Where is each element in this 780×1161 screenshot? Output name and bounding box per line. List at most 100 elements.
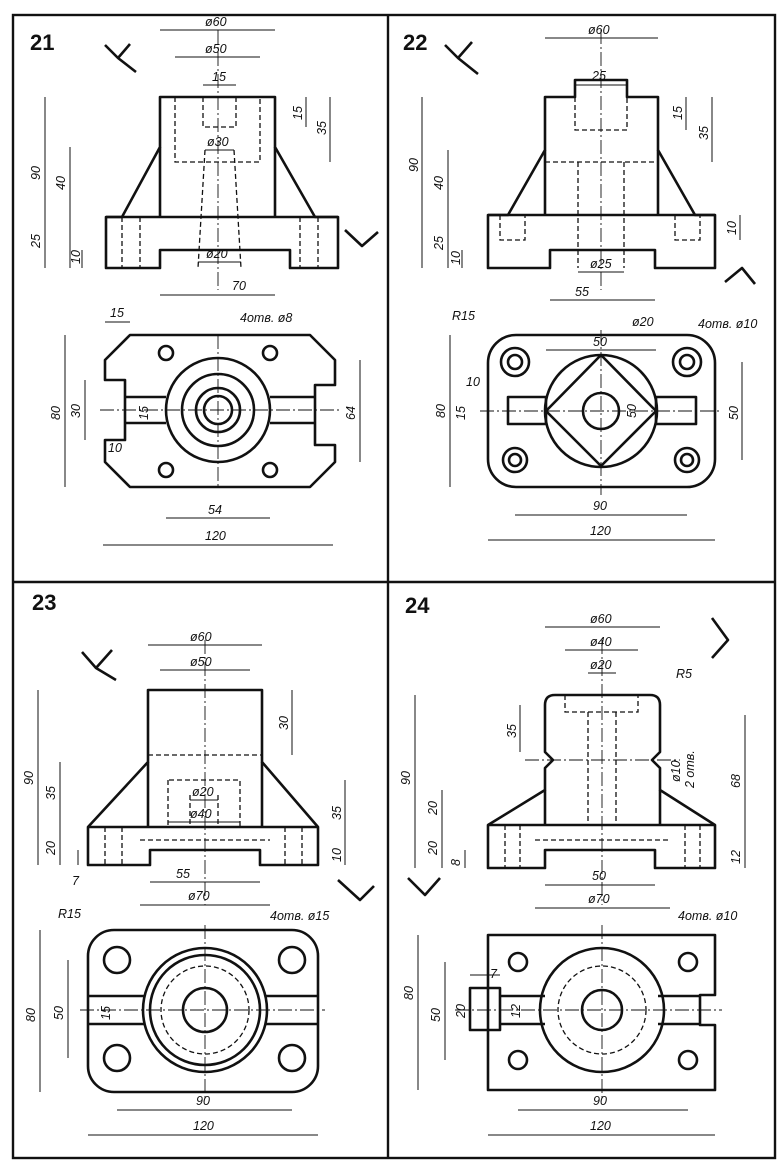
- front-view: ø60 ø50 15 ø30 ø20 70 90 40 25 10 15 35: [29, 15, 340, 296]
- panel-23: 23 ø60 ø50: [22, 590, 375, 1136]
- front-view: ø60 ø50 ø20 ø40 55 ø70 90 35 20 7 30 35 …: [22, 630, 346, 906]
- dim-holes: 4отв. ø10: [698, 317, 757, 331]
- dim-h-bore: 35: [315, 121, 329, 135]
- dim-h-base: 20: [426, 841, 440, 856]
- dim-h-right: 35: [330, 806, 344, 820]
- dim-d-bottom: ø20: [206, 247, 228, 261]
- dim-tab2: 15: [137, 406, 151, 420]
- dim-w-bottom: 55: [575, 285, 589, 299]
- section-mark: [104, 43, 379, 248]
- panel-21: 21 ø60: [29, 15, 379, 546]
- dim-h-right2: 10: [330, 848, 344, 862]
- dim-slot: 15: [212, 70, 226, 84]
- dim-spacing: 90: [593, 1094, 607, 1108]
- dim-spacing: 90: [196, 1094, 210, 1108]
- dim-h-foot: 7: [72, 874, 80, 888]
- dim-depth: 50: [727, 406, 741, 420]
- dim-d-top: ø60: [205, 15, 227, 29]
- dim-h-right: 68: [729, 774, 743, 788]
- dim-d-inner: ø20: [192, 785, 214, 799]
- dim-h-total: 90: [29, 166, 43, 180]
- dim-d-top: ø60: [588, 23, 610, 37]
- dim-groove-d: ø10: [669, 760, 683, 782]
- dim-height: 80: [434, 404, 448, 418]
- dim-holes: 4отв. ø10: [678, 909, 737, 923]
- dim-groove-n: 2 отв.: [683, 750, 697, 789]
- dim-h-total: 90: [399, 771, 413, 785]
- dim-tab-gap: 10: [108, 441, 122, 455]
- panel-22: 22 ø60 25 ø25: [403, 23, 757, 541]
- dim-square: 50: [593, 335, 607, 349]
- dim-height: 80: [402, 986, 416, 1000]
- dim-h-slot: 15: [671, 106, 685, 120]
- panel-number: 22: [403, 30, 427, 55]
- dim-boss: 20: [454, 1004, 468, 1019]
- dim-radius: R15: [452, 309, 475, 323]
- dim-w-bottom: 70: [232, 279, 246, 293]
- front-view: ø60 ø40 ø20 R5 35 ø10 2 отв. 90 20 20 8 …: [399, 612, 746, 909]
- front-view: ø60 25 ø25 55 90 40 25 10 15 35 10: [407, 23, 741, 301]
- dim-notch: 15: [110, 306, 124, 320]
- panel-24: 24 ø60 ø40 ø2: [399, 593, 746, 1136]
- dim-boss2: 12: [509, 1004, 523, 1018]
- dim-d-bore: ø50: [205, 42, 227, 56]
- dim-square-v: 50: [625, 404, 639, 418]
- dim-height: 80: [49, 406, 63, 420]
- dim-inner: 50: [429, 1008, 443, 1022]
- dim-w-slot: 55: [176, 867, 190, 881]
- plan-view: 15 4отв. ø8 80 30 15 10 64 54 120: [49, 306, 361, 546]
- dim-inner: 50: [52, 1006, 66, 1020]
- dim-boss: ø20: [632, 315, 654, 329]
- dim-h-foot: 10: [69, 250, 83, 264]
- dim-h-rib: 40: [432, 176, 446, 190]
- dim-w-slot: 50: [592, 869, 606, 883]
- dim-radius: R5: [676, 667, 692, 681]
- dim-h-rib: 20: [426, 801, 440, 816]
- dim-d-top: ø60: [590, 612, 612, 626]
- dim-width: 120: [590, 524, 611, 538]
- dim-width: 120: [590, 1119, 611, 1133]
- dim-h-total: 90: [407, 158, 421, 172]
- dim-width: 120: [193, 1119, 214, 1133]
- dim-tab: 10: [466, 375, 480, 389]
- dim-d-bottom: ø70: [588, 892, 610, 906]
- dim-h-foot: 8: [449, 859, 463, 866]
- dim-h-bore: 35: [697, 126, 711, 140]
- dim-d-inner: ø30: [207, 135, 229, 149]
- dim-d-mid: ø40: [190, 807, 212, 821]
- panel-number: 23: [32, 590, 56, 615]
- dim-radius: R15: [58, 907, 81, 921]
- dim-depth: 64: [344, 406, 358, 420]
- dim-spacing: 90: [593, 499, 607, 513]
- dim-h-base: 20: [44, 841, 58, 856]
- dim-h-base: 25: [432, 236, 446, 251]
- dim-d-top: ø60: [190, 630, 212, 644]
- dim-h-slot: 15: [291, 106, 305, 120]
- dim-h-groove: 35: [505, 724, 519, 738]
- dim-tab: 15: [99, 1006, 113, 1020]
- dim-d-bore: ø40: [590, 635, 612, 649]
- dim-tab-w: 7: [490, 967, 498, 981]
- dim-d-bore: ø50: [190, 655, 212, 669]
- dim-slot: 25: [591, 69, 606, 83]
- dim-width: 120: [205, 529, 226, 543]
- sheet-frame: [11, 13, 777, 1160]
- dim-d-bottom: ø25: [590, 257, 612, 271]
- dim-h-base: 25: [29, 234, 43, 249]
- plan-view: R15 ø20 4отв. ø10 50 10 80 15 50 50 90 1…: [434, 309, 757, 541]
- dim-h-top: 30: [277, 716, 291, 730]
- dim-d-inner: ø20: [590, 658, 612, 672]
- plan-view: R15 4отв. ø15 80 50 15 90 120: [24, 907, 329, 1136]
- dim-holes: 4отв. ø8: [240, 311, 292, 325]
- dim-h-total: 90: [22, 771, 36, 785]
- dim-tab2: 15: [454, 406, 468, 420]
- dim-holes: 4отв. ø15: [270, 909, 329, 923]
- dim-tab: 30: [69, 404, 83, 418]
- dim-h-right: 10: [725, 221, 739, 235]
- plan-view: 4отв. ø10 7 80 50 20 12 90 120: [402, 909, 737, 1136]
- dim-spacing: 54: [208, 503, 222, 517]
- dim-height: 80: [24, 1008, 38, 1022]
- dim-h-right2: 12: [729, 850, 743, 864]
- panel-number: 21: [30, 30, 54, 55]
